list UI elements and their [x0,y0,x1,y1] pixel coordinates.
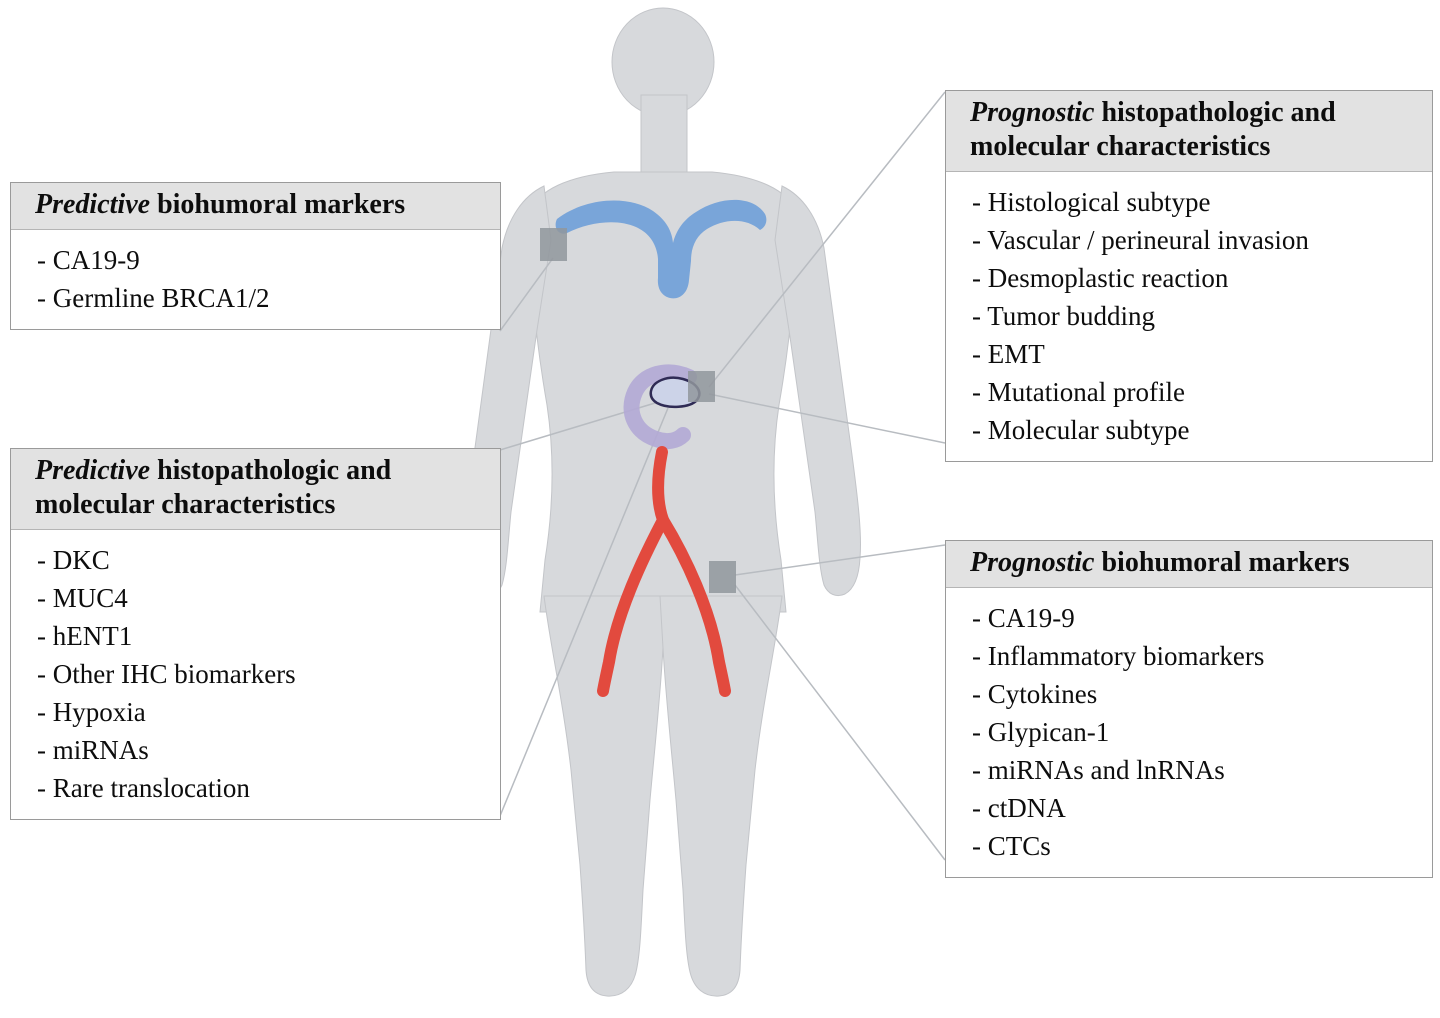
list-item: - Desmoplastic reaction [972,263,1229,293]
connector-line-prognostic-histo-top [708,91,946,388]
list-item: - EMT [972,339,1045,369]
list-item: - MUC4 [37,583,128,613]
callout-title: Predictive biohumoral markers [11,183,500,230]
list-item: - hENT1 [37,621,133,651]
body-neck [640,94,688,181]
callout-title-emphasis: Prognostic [970,547,1095,578]
list-item: - CTCs [972,831,1051,861]
callout-title-emphasis: Predictive [35,455,151,486]
list-item: - ctDNA [972,793,1066,823]
list-item: - Rare translocation [37,773,250,803]
list-item: - Molecular subtype [972,415,1190,445]
pancreas-duct-shape [623,364,697,450]
organs [555,199,767,697]
connector-lines [499,91,946,861]
body-right-arm [774,185,862,597]
callout-title-emphasis: Predictive [35,189,151,220]
marker-squares [540,228,736,593]
connector-line-prognostic-histo-bottom [708,393,946,444]
list-item: - Tumor budding [972,301,1156,331]
body-right-leg [659,595,783,997]
list-item: - miRNAs and lnRNAs [972,755,1225,785]
connector-line-prognostic-biohumoral-bottom [734,584,946,861]
list-item: - CA19-9 [37,245,140,275]
list-item: - Vascular / perineural invasion [972,225,1309,255]
callout-prognostic-histopathologic-characteristics: Prognostic histopathologic and molecular… [945,90,1433,462]
artery-right-branch [657,514,731,697]
callout-predictive-biohumoral-markers: Predictive biohumoral markers - CA19-9 -… [10,182,501,330]
callout-item-list: - CA19-9 - Inflammatory biomarkers - Cyt… [946,588,1432,877]
callout-predictive-histopathologic-characteristics: Predictive histopathologic and molecular… [10,448,501,820]
list-item: - Hypoxia [37,697,146,727]
list-item: - DKC [37,545,110,575]
list-item: - Mutational profile [972,377,1185,407]
callout-title-rest: histopathologic and molecular characteri… [970,97,1336,162]
callout-title-rest: biohumoral markers [1094,547,1350,578]
callout-title: Prognostic biohumoral markers [946,541,1432,588]
callout-item-list: - Histological subtype - Vascular / peri… [946,172,1432,461]
marker-square-pancreas [688,371,715,402]
list-item: - Inflammatory biomarkers [972,641,1265,671]
callout-prognostic-biohumoral-markers: Prognostic biohumoral markers - CA19-9 -… [945,540,1433,878]
callout-item-list: - DKC - MUC4 - hENT1 - Other IHC biomark… [11,530,500,819]
list-item: - Histological subtype [972,187,1211,217]
callout-title: Predictive histopathologic and molecular… [11,449,500,530]
marker-square-shoulder [540,228,567,261]
connector-line-prognostic-biohumoral-top [734,544,946,576]
callout-title-rest: biohumoral markers [150,189,406,220]
callout-title-rest: histopathologic and molecular characteri… [35,455,392,520]
artery-left-branch [597,514,669,697]
connector-line-predictive-histo-bottom [499,407,669,817]
body-silhouette [464,7,862,997]
connector-line-predictive-biohumoral [499,257,554,332]
list-item: - Glypican-1 [972,717,1110,747]
list-item: - Cytokines [972,679,1098,709]
chest-veins-shape [555,199,767,299]
marker-square-thigh [709,561,736,593]
callout-title-emphasis: Prognostic [970,97,1095,128]
iliac-arteries-shape [597,446,731,697]
list-item: - Other IHC biomarkers [37,659,296,689]
artery-stem [652,446,669,526]
list-item: - miRNAs [37,735,149,765]
callout-item-list: - CA19-9 - Germline BRCA1/2 [11,230,500,329]
list-item: - Germline BRCA1/2 [37,283,270,313]
callout-title: Prognostic histopathologic and molecular… [946,91,1432,172]
body-left-leg [543,595,667,997]
list-item: - CA19-9 [972,603,1075,633]
